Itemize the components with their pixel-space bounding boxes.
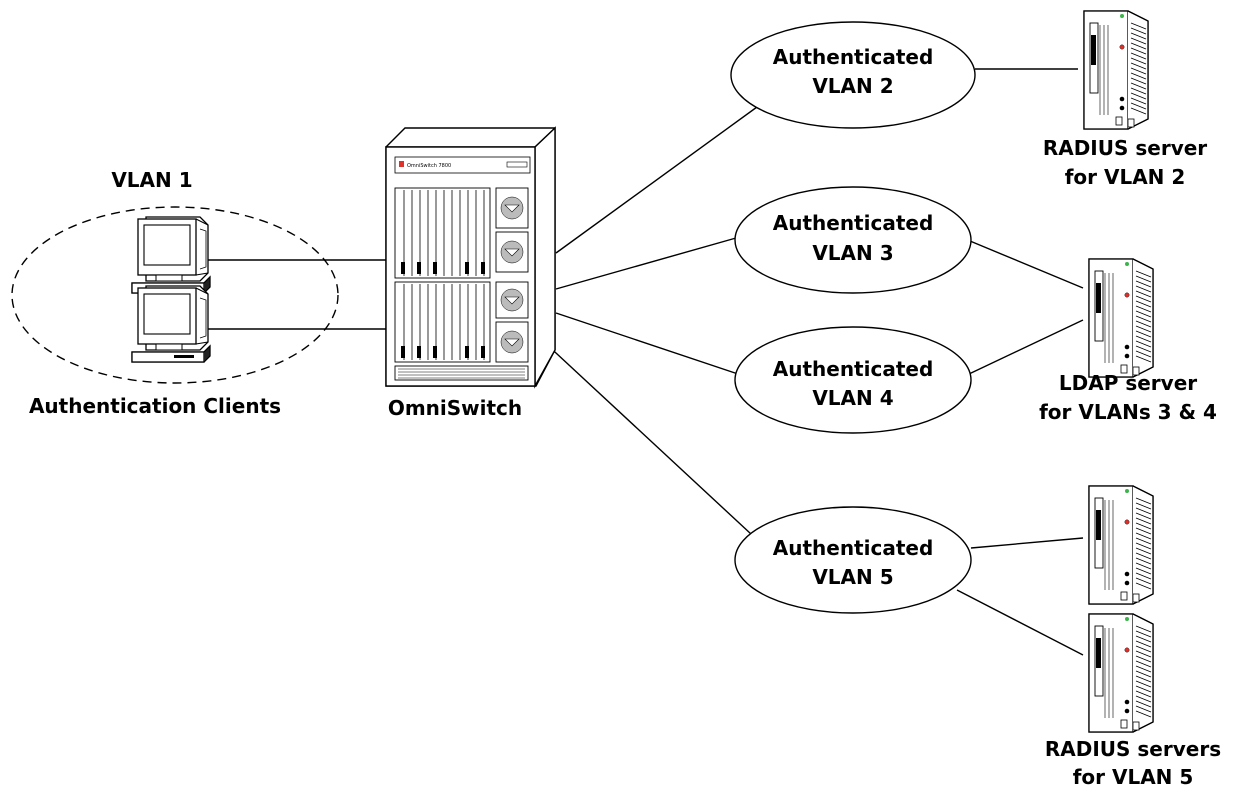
vlan3-line2: VLAN 3 [812, 241, 893, 265]
vlan4-ellipse[interactable] [734, 326, 972, 434]
vlan3-line1: Authenticated [773, 211, 934, 235]
vlan4-line1: Authenticated [773, 357, 934, 381]
clients-caption: Authentication Clients [29, 394, 281, 418]
link-vlan5-server-a [970, 537, 1084, 549]
vlan2-ellipse[interactable] [730, 21, 976, 129]
vlan1-label: VLAN 1 [111, 168, 192, 192]
vlan5-line2: VLAN 5 [812, 565, 893, 589]
tower-server-icon[interactable] [1083, 10, 1149, 130]
vlan-ellipses [730, 21, 976, 614]
link-switch-vlan4 [555, 312, 742, 376]
vlan2-line1: Authenticated [773, 45, 934, 69]
tower-server-icon[interactable] [1088, 485, 1154, 605]
link-vlan3-ldap [969, 240, 1084, 289]
vlan3-ellipse[interactable] [734, 186, 972, 294]
vlan2-line2: VLAN 2 [812, 74, 893, 98]
link-switch-vlan2 [555, 106, 758, 254]
server-vlan2-label-line1: RADIUS server [1043, 136, 1207, 160]
link-switch-vlan3 [555, 237, 737, 290]
vlan4-line2: VLAN 4 [812, 386, 893, 410]
server-vlan2-label-line2: for VLAN 2 [1065, 165, 1186, 189]
tower-server-icon[interactable] [1088, 613, 1154, 733]
chassis-switch-icon[interactable]: OmniSwitch 7800 [385, 126, 556, 389]
server-vlan5-label-line2: for VLAN 5 [1073, 765, 1194, 789]
link-vlan4-ldap [968, 319, 1084, 375]
vlan5-line1: Authenticated [773, 536, 934, 560]
ldap-server-label-line2: for VLANs 3 & 4 [1039, 400, 1217, 424]
link-vlan5-server-b [956, 589, 1084, 656]
switch-label: OmniSwitch [388, 396, 522, 420]
link-switch-vlan5 [541, 339, 752, 535]
connection-lines [206, 68, 1084, 656]
switch-brand-text: OmniSwitch 7800 [407, 163, 451, 169]
ldap-server-label-line1: LDAP server [1059, 371, 1197, 395]
desktop-computer-icon[interactable] [131, 285, 211, 363]
vlan5-ellipse[interactable] [734, 506, 972, 614]
server-vlan5-label-line1: RADIUS servers [1045, 737, 1221, 761]
desktop-computer-icon[interactable] [131, 216, 211, 294]
tower-server-icon[interactable] [1088, 258, 1154, 378]
vlan1-region [11, 206, 339, 384]
